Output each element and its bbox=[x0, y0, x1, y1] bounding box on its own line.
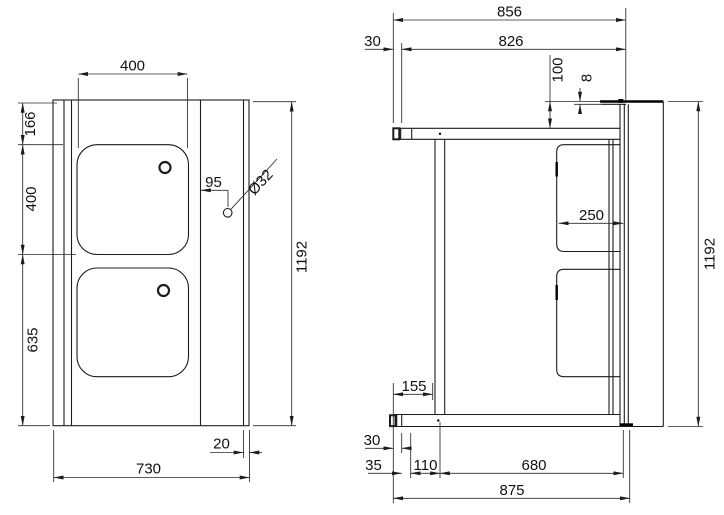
dim-front-height: 1192 bbox=[294, 241, 311, 273]
drain-2-icon bbox=[156, 283, 171, 298]
dim-left-top: 166 bbox=[22, 111, 39, 136]
dim-bottom-front: 30 bbox=[364, 432, 381, 449]
basin-2-front bbox=[76, 267, 190, 378]
dim-backsplash-height: 100 bbox=[550, 57, 567, 82]
front-view: 400 166 400 635 1192 95 Ø32 20 730 bbox=[18, 58, 311, 482]
dim-right-edge: 20 bbox=[213, 436, 230, 453]
dim-top-lip-thickness: 8 bbox=[579, 74, 596, 82]
dim-leg-inset: 155 bbox=[401, 378, 426, 395]
dim-left-middle: 400 bbox=[23, 186, 40, 211]
bowl-2-side bbox=[556, 268, 620, 378]
basin-1-front bbox=[76, 144, 190, 256]
tap-hole bbox=[222, 207, 233, 218]
dim-left-bottom: 635 bbox=[25, 327, 42, 352]
dim-depth-inner: 826 bbox=[498, 33, 523, 50]
dim-depth-outer-top: 856 bbox=[497, 4, 522, 21]
dim-tap-hole-diameter: Ø32 bbox=[245, 166, 277, 198]
dim-depth-total: 875 bbox=[499, 482, 524, 499]
dim-bowl-depth: 250 bbox=[579, 207, 604, 224]
dim-total-width: 730 bbox=[136, 461, 161, 478]
front-outline bbox=[52, 99, 250, 427]
dim-bottom-second: 35 bbox=[365, 457, 382, 474]
worktop-rivet bbox=[438, 132, 442, 135]
dim-side-height: 1192 bbox=[702, 238, 719, 270]
rail-front-bracket bbox=[389, 414, 397, 428]
bowl-1-side bbox=[556, 144, 620, 253]
back-top-fitting bbox=[618, 99, 624, 103]
dim-top-width: 400 bbox=[120, 58, 145, 75]
tap-hole-leader bbox=[230, 158, 278, 210]
worktop-front-bracket bbox=[392, 127, 401, 141]
side-view: 856 30 826 100 8 250 155 1192 30 bbox=[364, 4, 719, 503]
dim-bottom-span: 680 bbox=[521, 457, 546, 474]
dim-tap-offset: 95 bbox=[205, 174, 222, 191]
dim-front-overhang: 30 bbox=[364, 33, 381, 50]
back-foot bbox=[620, 423, 633, 427]
drain-1-icon bbox=[158, 160, 172, 175]
rail-rivet bbox=[437, 419, 440, 422]
dim-leg-zone: 110 bbox=[414, 457, 438, 474]
